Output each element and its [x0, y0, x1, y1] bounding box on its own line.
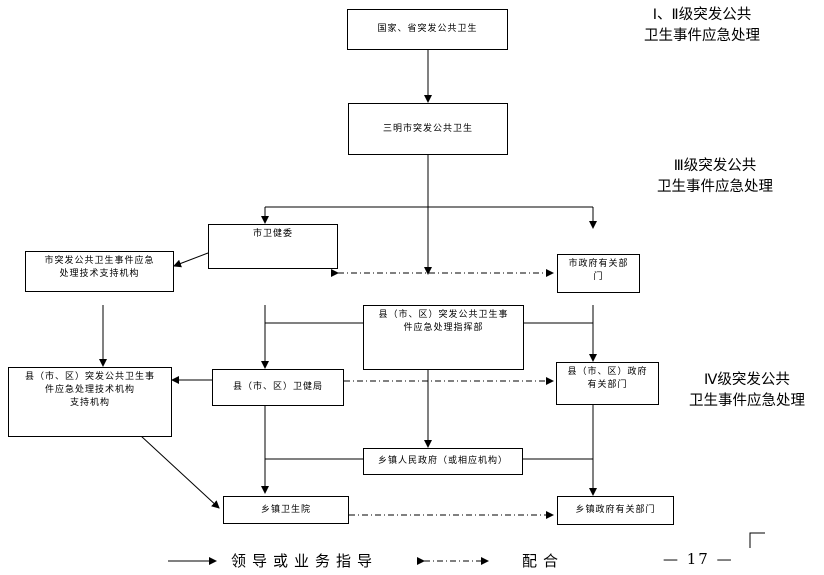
- level-label-1-2: Ⅰ、Ⅱ级突发公共 卫生事件应急处理: [644, 7, 760, 44]
- level-label-4: Ⅳ级突发公共 卫生事件应急处理: [689, 372, 805, 409]
- page-number: — 17 —: [663, 550, 734, 568]
- corner-mark: [749, 532, 765, 548]
- node-county-command: 县（市、区）突发公共卫生事 件应急处理指挥部: [363, 305, 524, 370]
- node-township-gov-depts: 乡镇政府有关部门: [557, 496, 674, 525]
- node-national-provincial: 国家、省突发公共卫生: [347, 9, 508, 50]
- node-county-gov-depts: 县（市、区）政府 有关部门: [556, 362, 659, 405]
- node-city-gov-depts: 市政府有关部 门: [557, 254, 640, 293]
- node-township-health-center: 乡镇卫生院: [223, 496, 349, 524]
- node-county-tech-support: 县（市、区）突发公共卫生事 件应急处理技术机构 支持机构: [8, 367, 172, 437]
- legend-coordination-label: 配合: [522, 552, 565, 570]
- node-city-health-commission: 市卫健委: [208, 224, 338, 269]
- node-sanming-city: 三明市突发公共卫生: [348, 103, 508, 155]
- node-county-health-bureau: 县（市、区）卫健局: [212, 369, 344, 406]
- level-label-3: Ⅲ级突发公共 卫生事件应急处理: [657, 158, 773, 195]
- arrow-to-city-tech: [173, 252, 209, 268]
- node-city-tech-support: 市突发公共卫生事件应急 处理技术支持机构: [25, 251, 174, 292]
- node-township-gov: 乡镇人民政府（或相应机构）: [363, 448, 523, 475]
- legend-guidance-label: 领导或业务指导: [231, 552, 379, 570]
